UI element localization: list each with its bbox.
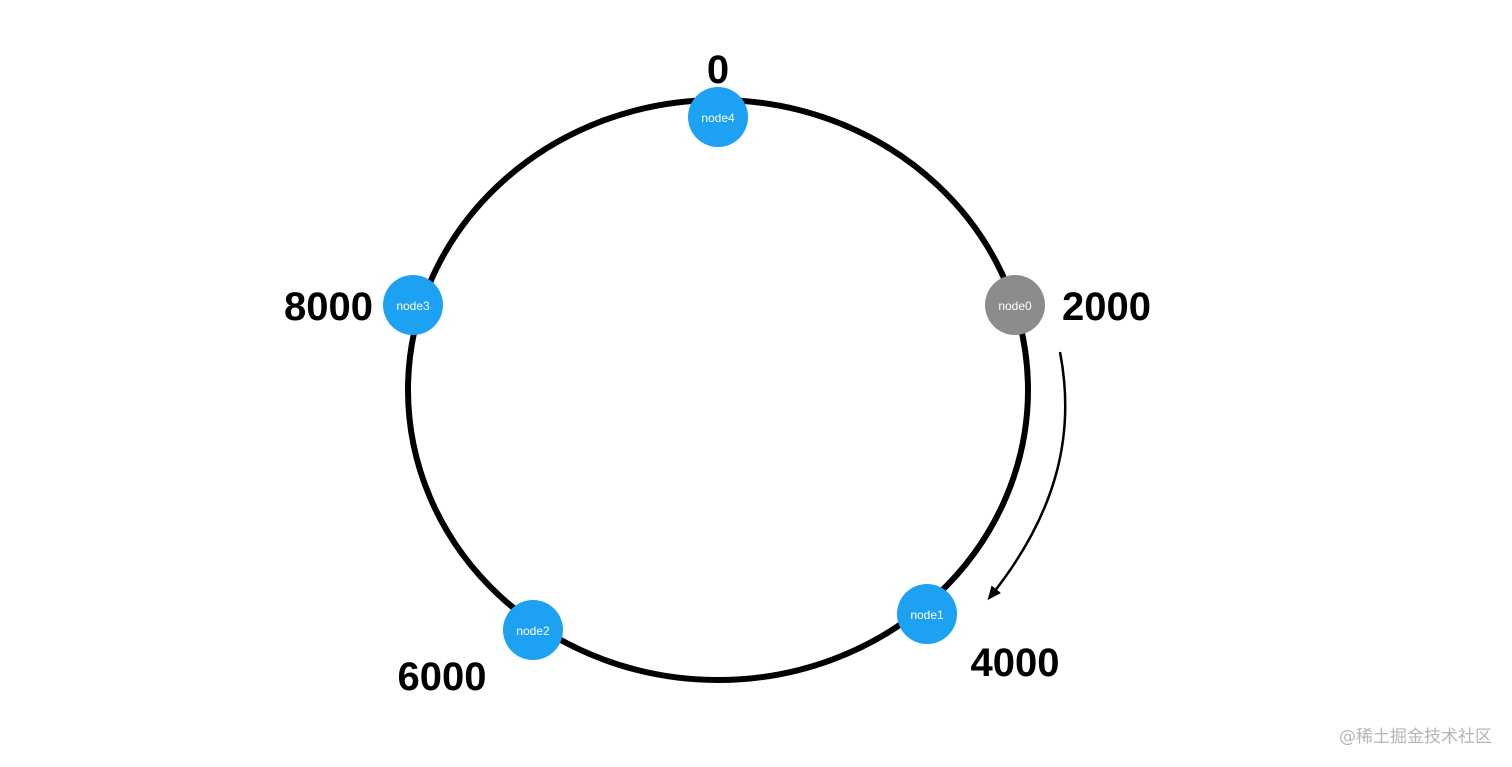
node-label: node1 [910,608,944,622]
node-label: node0 [998,299,1032,313]
node-circle [383,275,443,335]
position-label: 0 [707,48,729,92]
node-node0: node0 2000 [985,275,1151,335]
node-circle [985,275,1045,335]
position-label: 2000 [1062,285,1151,329]
node-label: node3 [396,299,430,313]
migration-arrow [987,351,1067,601]
node-circle [688,87,748,147]
position-label: 4000 [971,641,1060,685]
position-label: 6000 [398,655,487,699]
node-node3: node3 8000 [284,275,443,335]
node-node2: node2 6000 [398,600,563,699]
node-circle [503,600,563,660]
node-label: node4 [701,111,735,125]
node-node1: node1 4000 [897,584,1059,685]
position-label: 8000 [284,285,373,329]
node-label: node2 [516,624,550,638]
watermark-text: @稀土掘金技术社区 [1339,727,1492,747]
node-node4: node4 0 [688,48,748,147]
node-circle [897,584,957,644]
